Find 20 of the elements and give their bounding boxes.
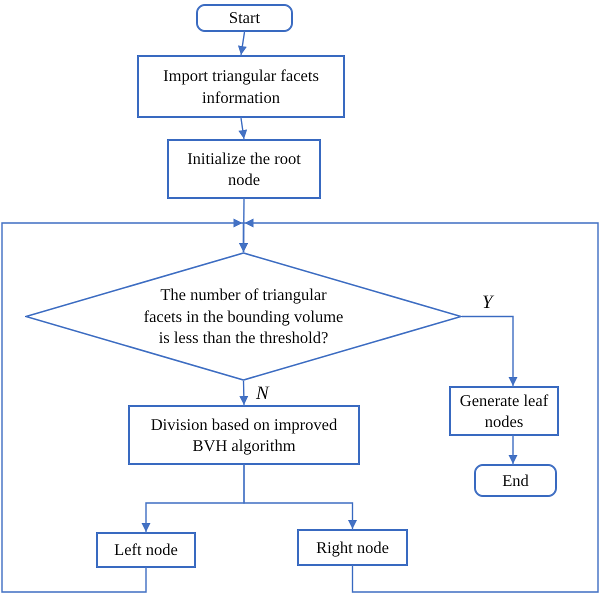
decision-text: The number of triangular facets in the bounding volume is less than the threshold?	[142, 284, 344, 349]
process-box	[167, 139, 321, 199]
process-box	[297, 529, 408, 566]
process-box	[96, 532, 196, 568]
process-box	[449, 386, 559, 436]
process-box	[137, 55, 345, 118]
node-text: Left node	[114, 539, 178, 561]
edge-label: Y	[482, 293, 493, 312]
decision-diamond	[25, 252, 462, 381]
node-text: Right node	[316, 536, 389, 558]
node-text: Import triangular facets information	[162, 65, 320, 108]
process-box	[128, 405, 360, 465]
terminal-box	[474, 464, 557, 497]
edge-label: N	[256, 384, 269, 403]
node-text: End	[502, 470, 529, 492]
node-text: Initialize the root node	[186, 148, 302, 190]
node-text: Start	[228, 7, 260, 29]
terminal-box	[196, 4, 293, 32]
node-text: Division based on improved BVH algorithm	[150, 414, 338, 456]
node-text: Generate leaf nodes	[458, 390, 550, 432]
